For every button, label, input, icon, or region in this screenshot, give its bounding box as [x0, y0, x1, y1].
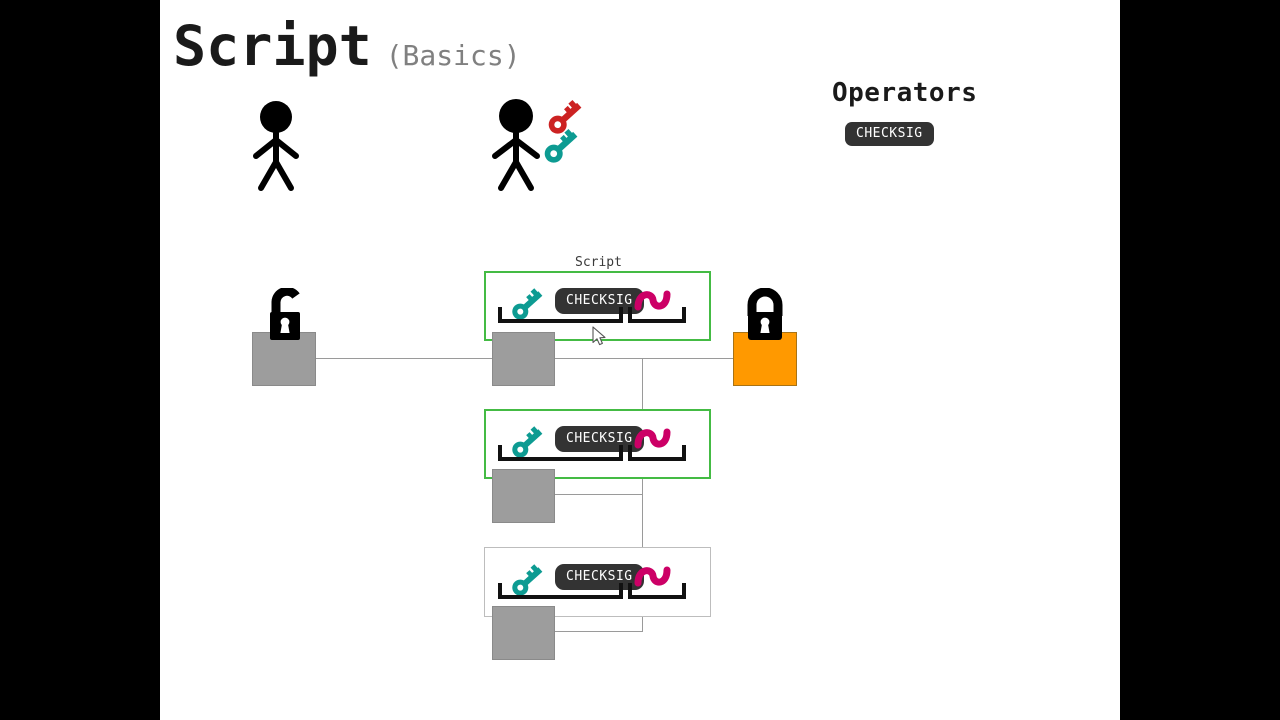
connector-branch-row3 — [552, 631, 643, 632]
stick-figure-with-keys-svg — [492, 99, 582, 191]
bracket-locking-script — [498, 307, 623, 323]
bracket-unlocking-script — [628, 307, 686, 323]
teal-key-icon — [544, 128, 578, 163]
stick-figure-svg — [253, 101, 299, 191]
operator-chip-checksig[interactable]: CHECKSIG — [845, 122, 934, 146]
checksig-op-chip[interactable]: CHECKSIG — [555, 426, 644, 452]
letterbox-bar-right — [1120, 0, 1280, 720]
pubkey-icon — [508, 425, 544, 463]
operators-panel: Operators CHECKSIG — [832, 78, 977, 146]
script-row-3[interactable]: CHECKSIG — [484, 547, 711, 617]
signature-icon — [632, 286, 676, 320]
script-label: Script — [575, 255, 622, 270]
locked-padlock-icon — [744, 287, 792, 348]
connector-branch-row2 — [552, 494, 643, 495]
script-row-2[interactable]: CHECKSIG — [484, 409, 711, 479]
bracket-unlocking-script — [628, 583, 686, 599]
checksig-op-chip[interactable]: CHECKSIG — [555, 288, 644, 314]
script-row-3-box[interactable] — [492, 606, 555, 660]
title-subtitle-text: (Basics) — [385, 39, 521, 72]
bracket-unlocking-script — [628, 445, 686, 461]
page-title: Script (Basics) — [173, 14, 521, 78]
red-key-icon — [548, 99, 582, 134]
actor-plain-person — [248, 100, 318, 199]
locked-output-box[interactable] — [733, 332, 797, 386]
unlocked-padlock-icon — [264, 286, 312, 348]
operators-list: CHECKSIG — [845, 122, 977, 146]
connector-input-to-script — [313, 358, 493, 359]
operators-heading: Operators — [832, 78, 978, 108]
title-main-text: Script — [173, 14, 372, 78]
actor-key-holder-person — [488, 96, 598, 200]
script-row-1[interactable]: CHECKSIG — [484, 271, 711, 341]
slide-canvas: Script (Basics) Operators CHECKSIG — [160, 0, 1120, 720]
signature-icon — [632, 424, 676, 458]
letterbox-bar-left — [0, 0, 160, 720]
pubkey-icon — [508, 287, 544, 325]
connector-script-to-output — [552, 358, 734, 359]
bracket-locking-script — [498, 583, 623, 599]
bracket-locking-script — [498, 445, 623, 461]
pubkey-icon — [508, 563, 544, 601]
signature-icon — [632, 562, 676, 596]
script-row-1-box[interactable] — [492, 332, 555, 386]
script-row-2-box[interactable] — [492, 469, 555, 523]
